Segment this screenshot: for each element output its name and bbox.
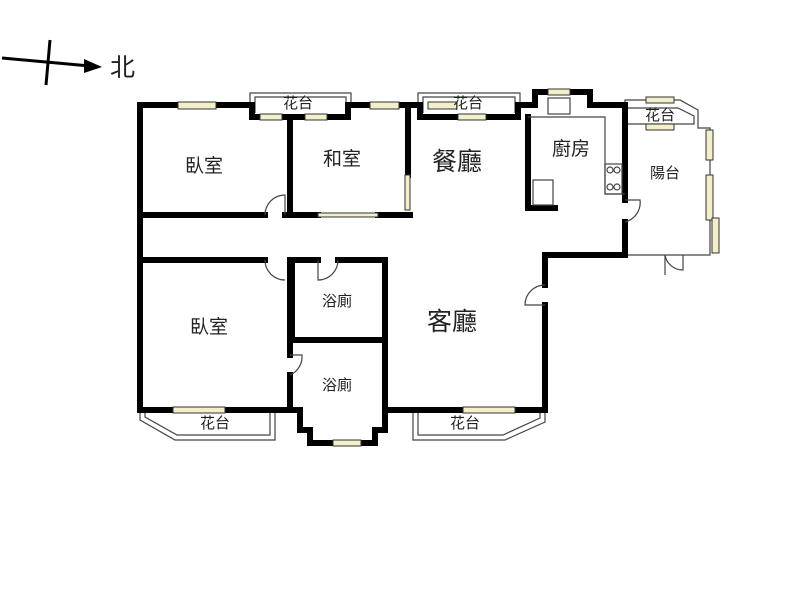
room-label-living: 客廳 xyxy=(427,307,477,336)
room-label-japanese-room: 和室 xyxy=(323,148,361,170)
room-label-bath-top: 浴廁 xyxy=(322,292,352,310)
planter-label: 花台 xyxy=(200,414,230,432)
room-label-balcony: 陽台 xyxy=(650,164,680,182)
room-label-bath-bottom: 浴廁 xyxy=(322,376,352,394)
windows xyxy=(172,88,720,447)
kitchen-fixtures xyxy=(528,97,625,206)
room-label-bedroom-bottom: 臥室 xyxy=(190,316,228,338)
room-label-kitchen: 廚房 xyxy=(552,137,590,160)
planter-label: 花台 xyxy=(453,94,483,112)
planter-label: 花台 xyxy=(450,414,480,432)
room-label-dining: 餐廳 xyxy=(432,147,482,176)
door-swings xyxy=(264,194,684,376)
planter-label: 花台 xyxy=(283,94,313,112)
walls xyxy=(137,89,628,446)
room-label-bedroom-top: 臥室 xyxy=(185,155,223,177)
planter-label: 花台 xyxy=(645,106,675,124)
compass-north-label: 北 xyxy=(110,53,135,82)
compass-arrow-icon xyxy=(1,39,102,86)
